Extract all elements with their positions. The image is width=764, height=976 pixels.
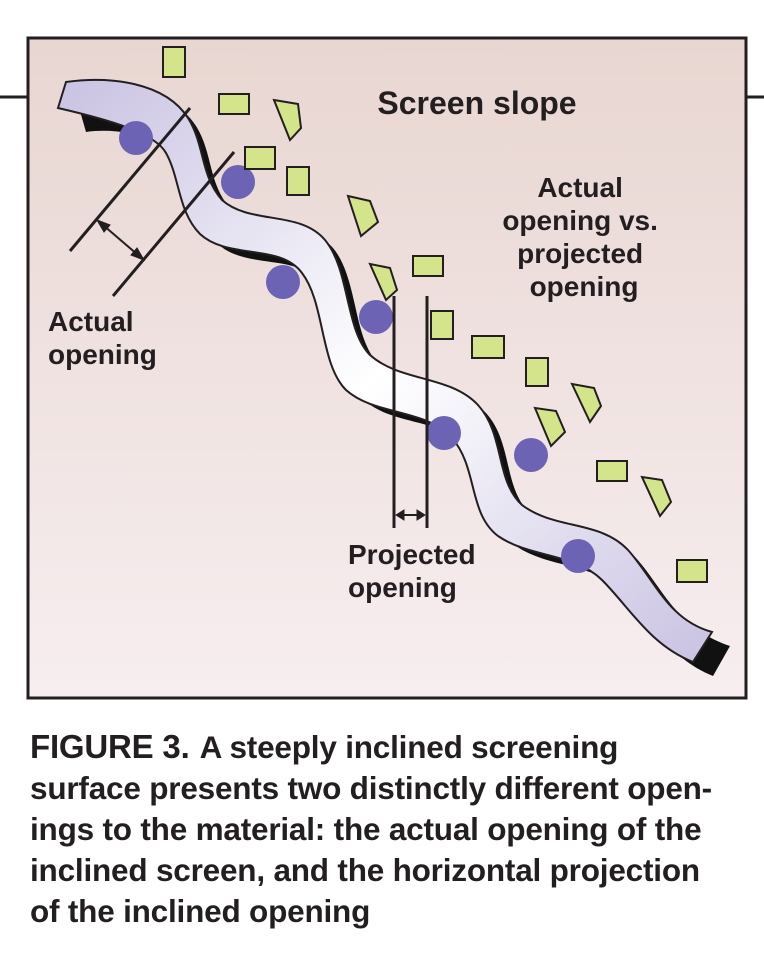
angular-particle [272,98,303,142]
caption-line: ings to the material: the actual opening… [30,811,702,847]
round-particle [266,265,300,299]
caption-line: of the inclined opening [30,893,371,929]
figure-caption: FIGURE 3.A steeply inclined screening su… [30,726,745,932]
round-particle [119,121,153,155]
square-particle [218,93,250,115]
projected-opening-indicator [392,296,429,528]
figure-diagram: Screen slope Actual opening vs. projecte… [0,36,764,700]
angular-particles [162,46,708,583]
square-particle [430,310,454,340]
round-particle [359,300,393,334]
actual-opening-line-upper [68,107,192,252]
caption-line: FIGURE 3.A steeply inclined screening [30,726,745,768]
label-line: opening vs. [502,205,658,236]
inclined-screen [56,79,714,664]
angular-particle [640,475,673,518]
round-particle [514,438,548,472]
caption-line: surface presents two distinctly differen… [30,770,712,806]
square-particle [471,335,505,359]
square-particle [596,460,628,482]
label-line: opening [348,572,457,603]
angular-particle [346,194,380,238]
label-line: projected [517,238,643,269]
actual-opening-label: Actual opening [48,306,157,370]
angular-particle [570,382,603,424]
label-line: Actual [537,172,623,203]
label-line: opening [48,339,157,370]
square-particle [244,146,276,170]
caption-text: A steeply inclined screening [199,729,619,765]
angular-particle [368,262,399,302]
square-particle [412,255,444,277]
actual-opening-indicator [68,107,236,297]
actual-opening-line-lower [111,151,236,297]
square-particle [162,46,186,78]
actual-vs-projected-label: Actual opening vs. projected opening [502,172,665,302]
arrow-head [130,247,146,261]
angular-particle [533,406,567,448]
actual-opening-arrow [102,224,139,256]
round-particle [427,416,461,450]
arrow-head [95,219,111,233]
round-particles [119,121,595,573]
round-particle [561,539,595,573]
projected-opening-label: Projected opening [348,539,483,603]
screen-slope-label: Screen slope [377,85,576,121]
caption-line: inclined screen, and the horizontal proj… [30,852,700,888]
label-line: Projected [348,539,476,570]
square-particle [286,166,310,196]
label-line: Actual [48,306,134,337]
label-line: opening [530,271,639,302]
figure-number: FIGURE 3. [30,728,190,765]
round-particle [221,165,255,199]
square-particle [676,559,708,583]
square-particle [525,357,549,387]
arrow-head [395,509,405,521]
arrow-head [416,509,426,521]
